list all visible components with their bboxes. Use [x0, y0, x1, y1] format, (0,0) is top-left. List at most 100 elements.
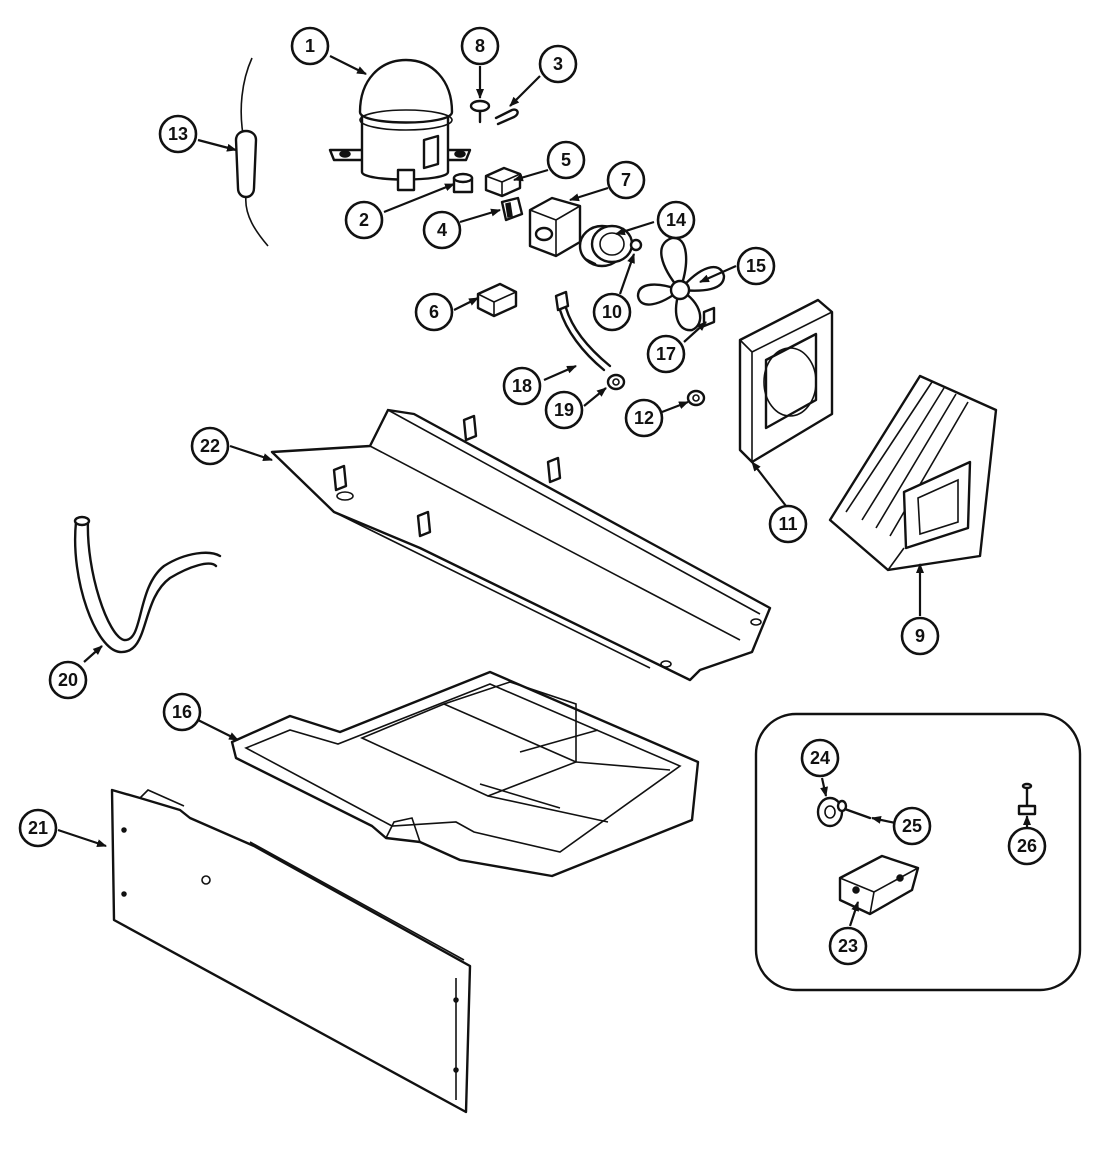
callout-label: 2 [359, 210, 369, 230]
part-3-clip [494, 108, 519, 126]
callout-4: 4 [422, 210, 462, 250]
callout-label: 16 [172, 702, 192, 722]
part-10-nut [629, 238, 643, 252]
callout-label: 10 [602, 302, 622, 322]
callout-20: 20 [48, 660, 88, 700]
callout-label: 4 [437, 220, 447, 240]
callout-2: 2 [344, 200, 384, 240]
part-7-motor-bracket [528, 196, 582, 258]
callout-label: 22 [200, 436, 220, 456]
leader-15 [699, 264, 737, 284]
leader-11 [751, 461, 787, 507]
callout-24: 24 [800, 738, 840, 778]
callout-label: 13 [168, 124, 188, 144]
callout-label: 12 [634, 408, 654, 428]
leader-4 [459, 208, 501, 224]
leader-6 [453, 297, 479, 311]
callout-10: 10 [592, 292, 632, 332]
part-19-nut [606, 373, 626, 391]
hardware-inset-box [754, 712, 1082, 992]
part-6-switch [476, 282, 518, 318]
callout-label: 18 [512, 376, 532, 396]
callout-25: 25 [892, 806, 932, 846]
callout-13: 13 [158, 114, 198, 154]
leader-5 [513, 168, 549, 182]
leader-7 [569, 186, 609, 202]
part-23-bracket [838, 854, 920, 916]
callout-label: 7 [621, 170, 631, 190]
callout-label: 15 [746, 256, 766, 276]
callout-label: 6 [429, 302, 439, 322]
leader-14 [615, 220, 655, 236]
part-26-leveling-leg [1017, 782, 1037, 816]
callout-label: 1 [305, 36, 315, 56]
leader-3 [509, 75, 541, 107]
callout-15: 15 [736, 246, 776, 286]
leader-1 [329, 55, 367, 75]
leader-13 [197, 138, 237, 152]
callout-17: 17 [646, 334, 686, 374]
callout-9: 9 [900, 616, 940, 656]
callout-label: 9 [915, 626, 925, 646]
callout-label: 17 [656, 344, 676, 364]
part-13-drier [234, 57, 269, 247]
callout-7: 7 [606, 160, 646, 200]
leader-18 [543, 364, 577, 382]
callout-5: 5 [546, 140, 586, 180]
callout-label: 14 [666, 210, 686, 230]
callout-21: 21 [18, 808, 58, 848]
part-11-fan-shroud [738, 298, 834, 464]
part-1-compressor [328, 58, 472, 192]
part-25-screw [836, 799, 872, 820]
callout-14: 14 [656, 200, 696, 240]
callout-label: 25 [902, 816, 922, 836]
callout-label: 19 [554, 400, 574, 420]
part-22-cover-plate [270, 408, 772, 682]
callout-label: 21 [28, 818, 48, 838]
part-5-relay [484, 166, 522, 198]
leader-23 [848, 901, 860, 927]
part-16-drain-pan [230, 670, 700, 878]
callout-11: 11 [768, 504, 808, 544]
callout-12: 12 [624, 398, 664, 438]
callout-label: 23 [838, 936, 858, 956]
leader-21 [57, 828, 107, 848]
leader-2 [383, 182, 455, 214]
callout-26: 26 [1007, 826, 1047, 866]
part-21-front-panel [110, 788, 472, 1114]
callout-label: 20 [58, 670, 78, 690]
callout-16: 16 [162, 692, 202, 732]
part-9-condenser [828, 374, 998, 572]
leader-22 [229, 444, 273, 462]
callout-label: 24 [810, 748, 830, 768]
callout-23: 23 [828, 926, 868, 966]
callout-label: 8 [475, 36, 485, 56]
part-20-drain-tube [73, 515, 222, 654]
part-2-grommet [452, 172, 474, 194]
callout-8: 8 [460, 26, 500, 66]
leader-16 [193, 717, 239, 741]
leader-lines [57, 55, 1031, 927]
leader-20 [83, 645, 103, 663]
leader-17 [683, 321, 707, 343]
callout-1: 1 [290, 26, 330, 66]
callout-label: 11 [778, 514, 797, 534]
callout-label: 3 [553, 54, 563, 74]
callout-6: 6 [414, 292, 454, 332]
part-8-screw [469, 99, 491, 124]
callout-label: 26 [1017, 836, 1037, 856]
part-15-fan-blade [636, 236, 726, 332]
callout-22: 22 [190, 426, 230, 466]
callout-label: 5 [561, 150, 571, 170]
callout-18: 18 [502, 366, 542, 406]
part-4-overload [500, 196, 524, 222]
part-18-clamp [554, 290, 612, 372]
part-12-nut [686, 389, 706, 407]
callout-3: 3 [538, 44, 578, 84]
leader-24 [820, 777, 828, 797]
callout-19: 19 [544, 390, 584, 430]
leader-10 [618, 253, 636, 295]
leader-19 [583, 387, 607, 407]
leader-12 [661, 400, 689, 414]
